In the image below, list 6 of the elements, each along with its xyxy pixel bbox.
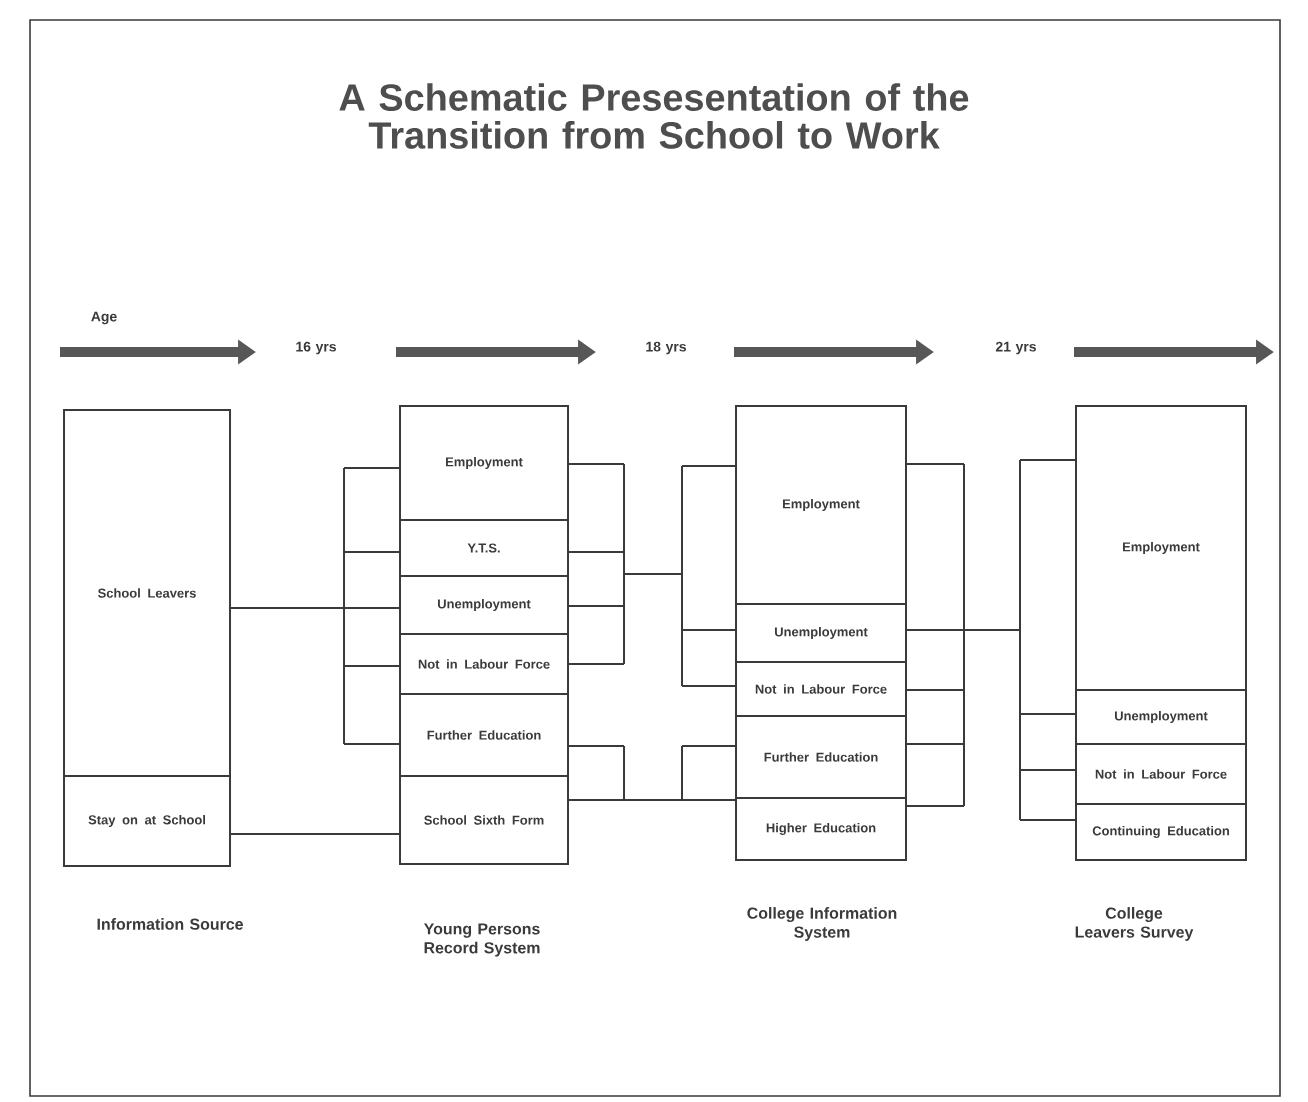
connector-line	[568, 463, 736, 687]
title: A Schematic Presesentation of the Transition from School to Work	[339, 83, 969, 149]
connector-line	[230, 467, 400, 745]
connector-line	[230, 833, 400, 835]
connector-line	[568, 745, 736, 801]
connector-line	[906, 459, 1076, 821]
